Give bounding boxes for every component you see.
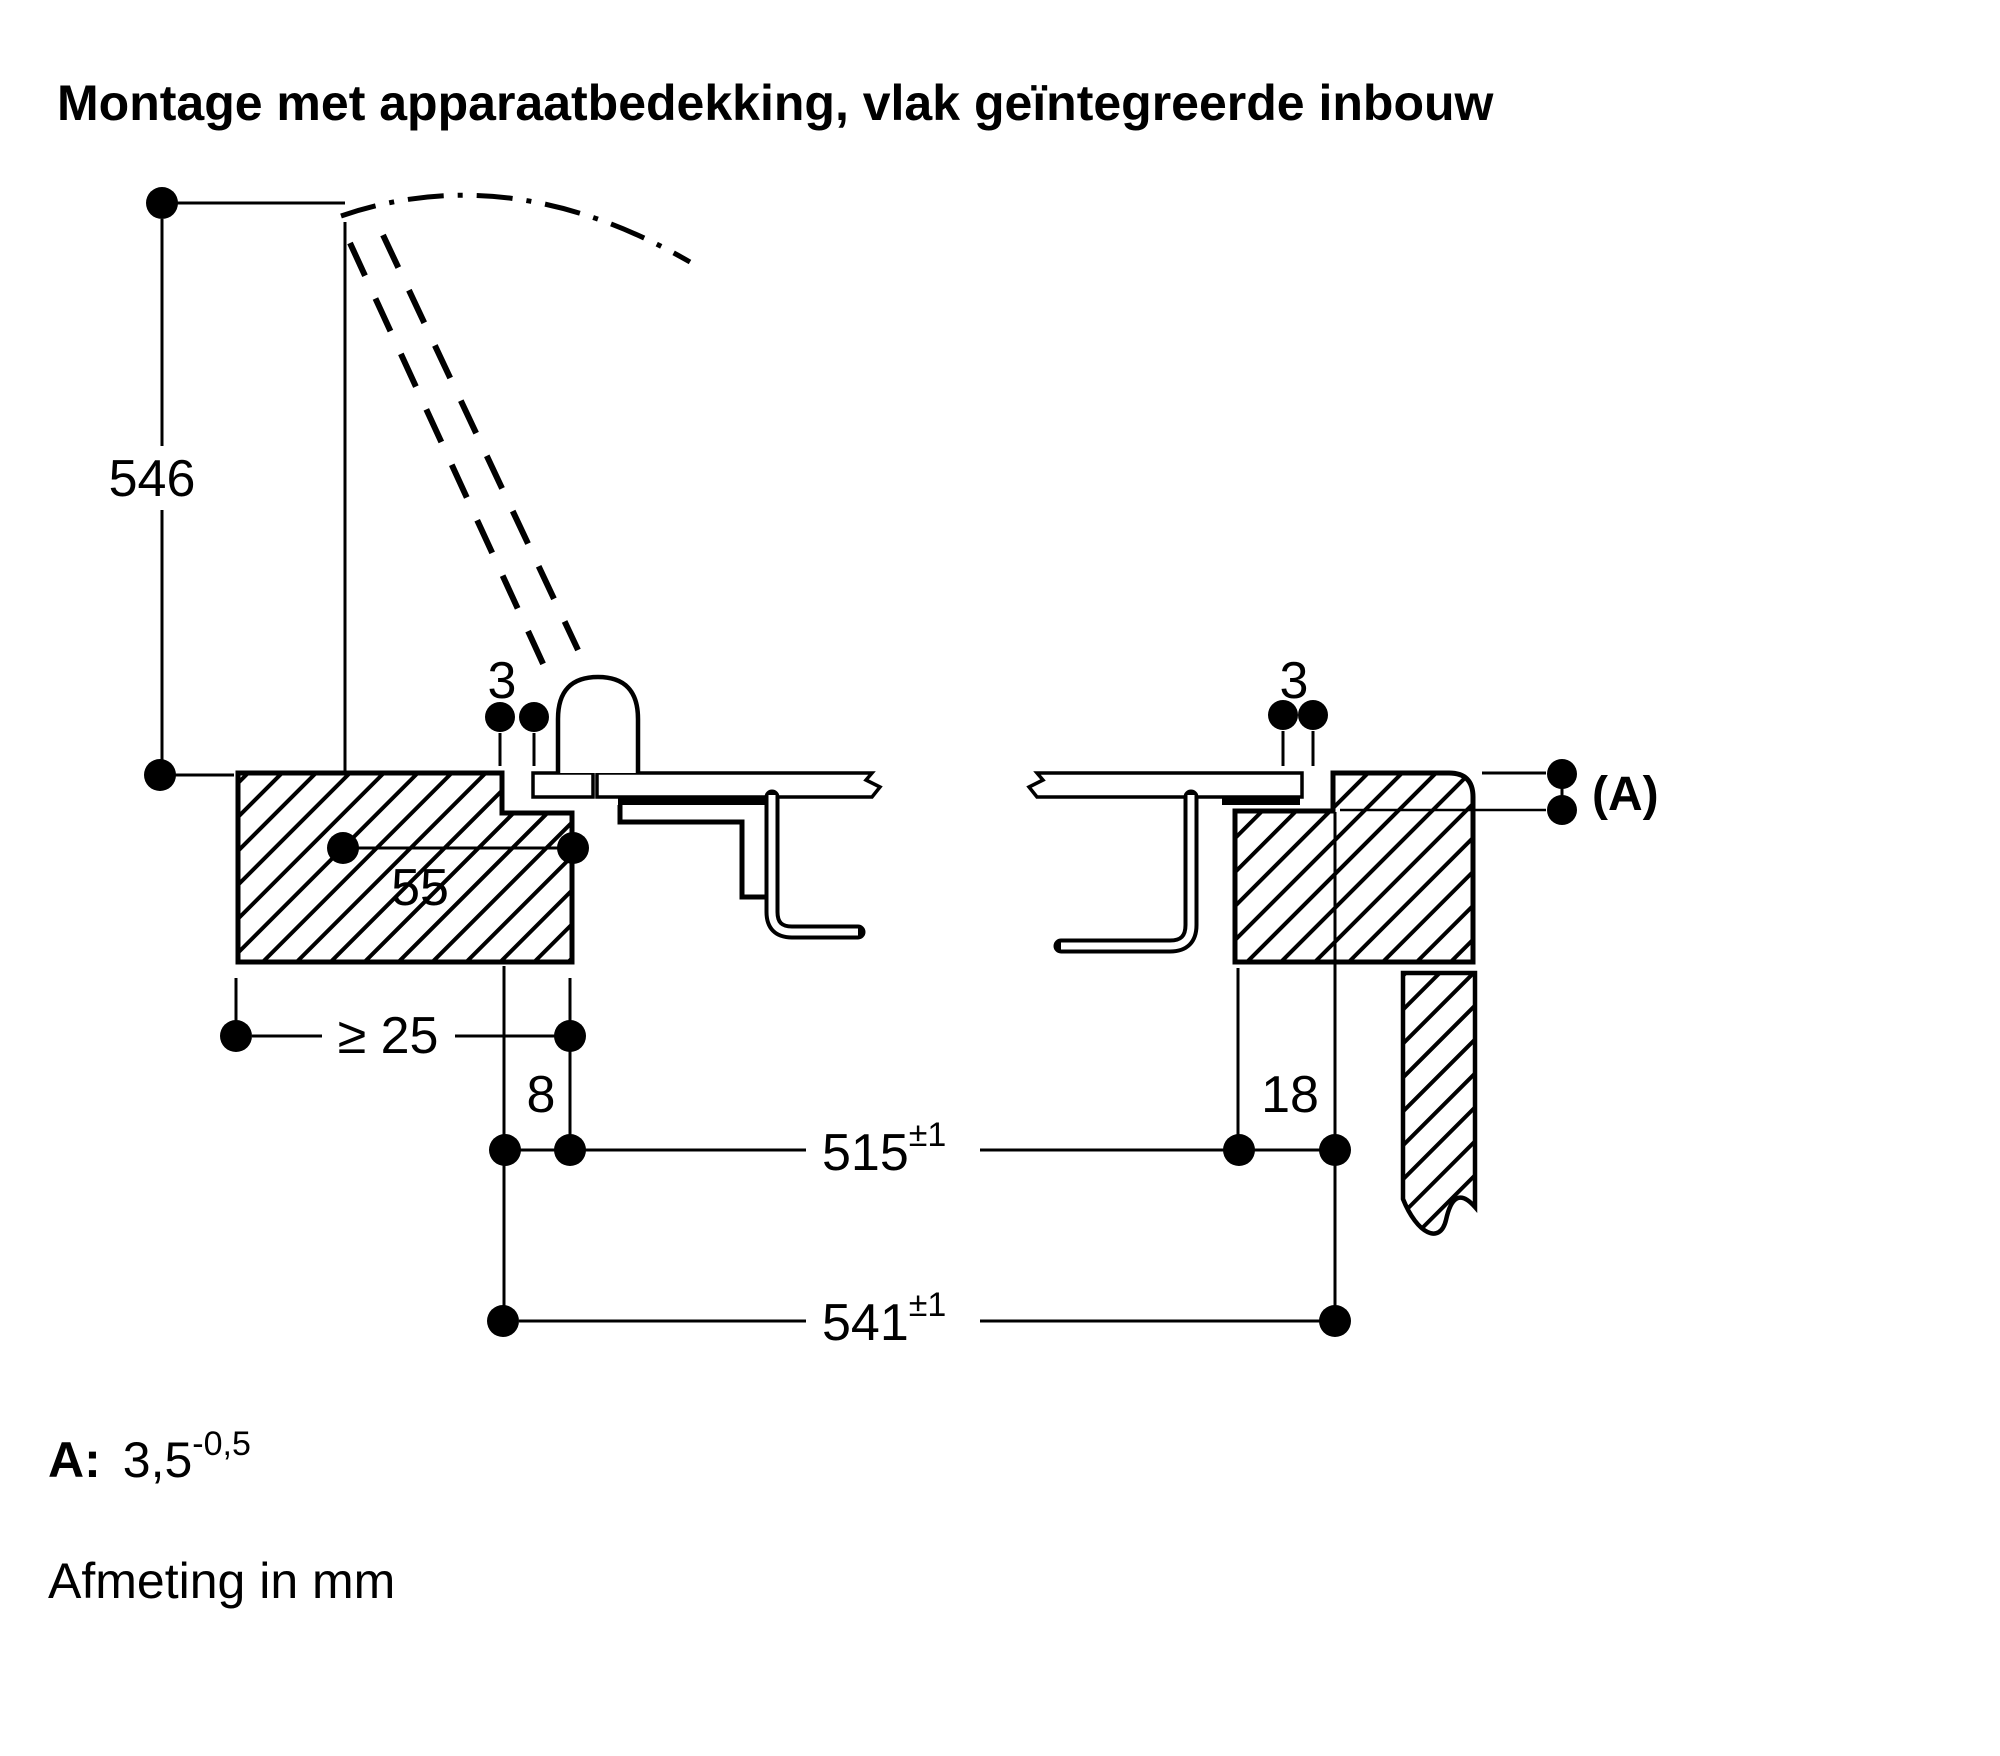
dim-dot (1268, 700, 1298, 730)
dim-dot (146, 187, 178, 219)
worktop-right (1232, 770, 1478, 1236)
dim-dot (1223, 1134, 1255, 1166)
dim-dot (1298, 700, 1328, 730)
cabinet-side-panel (1400, 970, 1478, 1236)
appliance-wall-inner (768, 795, 858, 936)
dim-dot (1547, 759, 1577, 789)
dim-dot (519, 702, 549, 732)
dim-label-3-right: 3 (1280, 652, 1309, 710)
dim-label-8: 8 (527, 1066, 556, 1124)
appliance-wall-outer (764, 789, 866, 940)
dim-dot (554, 1134, 586, 1166)
dim-dot (489, 1134, 521, 1166)
dim-dot (554, 1020, 586, 1052)
dim-dot (144, 759, 176, 791)
appliance-right-cross-section (1026, 771, 1304, 954)
note-a: A: 3,5-0,5 (48, 1425, 251, 1488)
appliance-wall-inner (1061, 795, 1195, 950)
dim-label-3-left: 3 (488, 652, 517, 710)
dimension-8: 8 (489, 1066, 586, 1166)
dim-dot (557, 832, 589, 864)
open-door-dashed-line (380, 233, 581, 652)
dim-label-541-tolerance: ±1 (909, 1286, 947, 1324)
dim-label-515-value: 515 (822, 1124, 909, 1182)
door-swing-indication (340, 192, 692, 848)
note-a-value: 3,5 (123, 1432, 193, 1488)
dim-dot (220, 1020, 252, 1052)
open-door-dashed-line (347, 241, 548, 670)
dim-dot (1319, 1305, 1351, 1337)
dim-dot (1319, 1134, 1351, 1166)
dimension-515: 515±1 (578, 1116, 1351, 1182)
dim-label-A: (A) (1592, 768, 1659, 821)
dim-label-541-value: 541 (822, 1294, 909, 1352)
dim-dot (1547, 795, 1577, 825)
cover-strip (531, 771, 595, 799)
dimension-546: 546 (109, 187, 345, 791)
appliance-step-profile (617, 805, 766, 900)
swing-arc (340, 192, 692, 265)
note-a-tolerance: -0,5 (192, 1425, 251, 1463)
dimension-541: 541±1 (487, 1286, 1351, 1352)
page-title: Montage met apparaatbedekking, vlak geïn… (57, 75, 1494, 131)
worktop-right-section (1232, 770, 1476, 965)
worktop-left (235, 770, 575, 965)
cover-knob (555, 674, 641, 773)
dimension-3-left: 3 (485, 652, 549, 766)
units-note: Afmeting in mm (48, 1553, 395, 1609)
dim-label-541: 541±1 (822, 1286, 946, 1352)
dim-label-546: 546 (109, 450, 196, 508)
dim-dot (487, 1305, 519, 1337)
worktop-left-section (235, 770, 575, 965)
dim-label-18: 18 (1261, 1066, 1319, 1124)
appliance-left-cross-section (531, 674, 883, 940)
dim-label-55: 55 (391, 859, 449, 917)
dim-label-515-tolerance: ±1 (909, 1116, 947, 1154)
dimension-min-25: ≥ 25 (220, 1007, 586, 1065)
dimension-A: (A) (1340, 759, 1659, 825)
dim-dot (327, 832, 359, 864)
dimension-3-right: 3 (1268, 652, 1328, 766)
dimension-55: 55 (327, 832, 589, 917)
dimension-18: 18 (1261, 1066, 1319, 1124)
dim-label-min-25: ≥ 25 (338, 1007, 439, 1065)
dim-dot (485, 702, 515, 732)
dim-label-515: 515±1 (822, 1116, 946, 1182)
appliance-cover-plate (595, 771, 883, 799)
note-a-key: A: (48, 1432, 101, 1488)
appliance-wall-outer (1053, 789, 1199, 954)
footnotes: A: 3,5-0,5 Afmeting in mm (48, 1425, 395, 1609)
appliance-cover-plate (1026, 771, 1304, 799)
